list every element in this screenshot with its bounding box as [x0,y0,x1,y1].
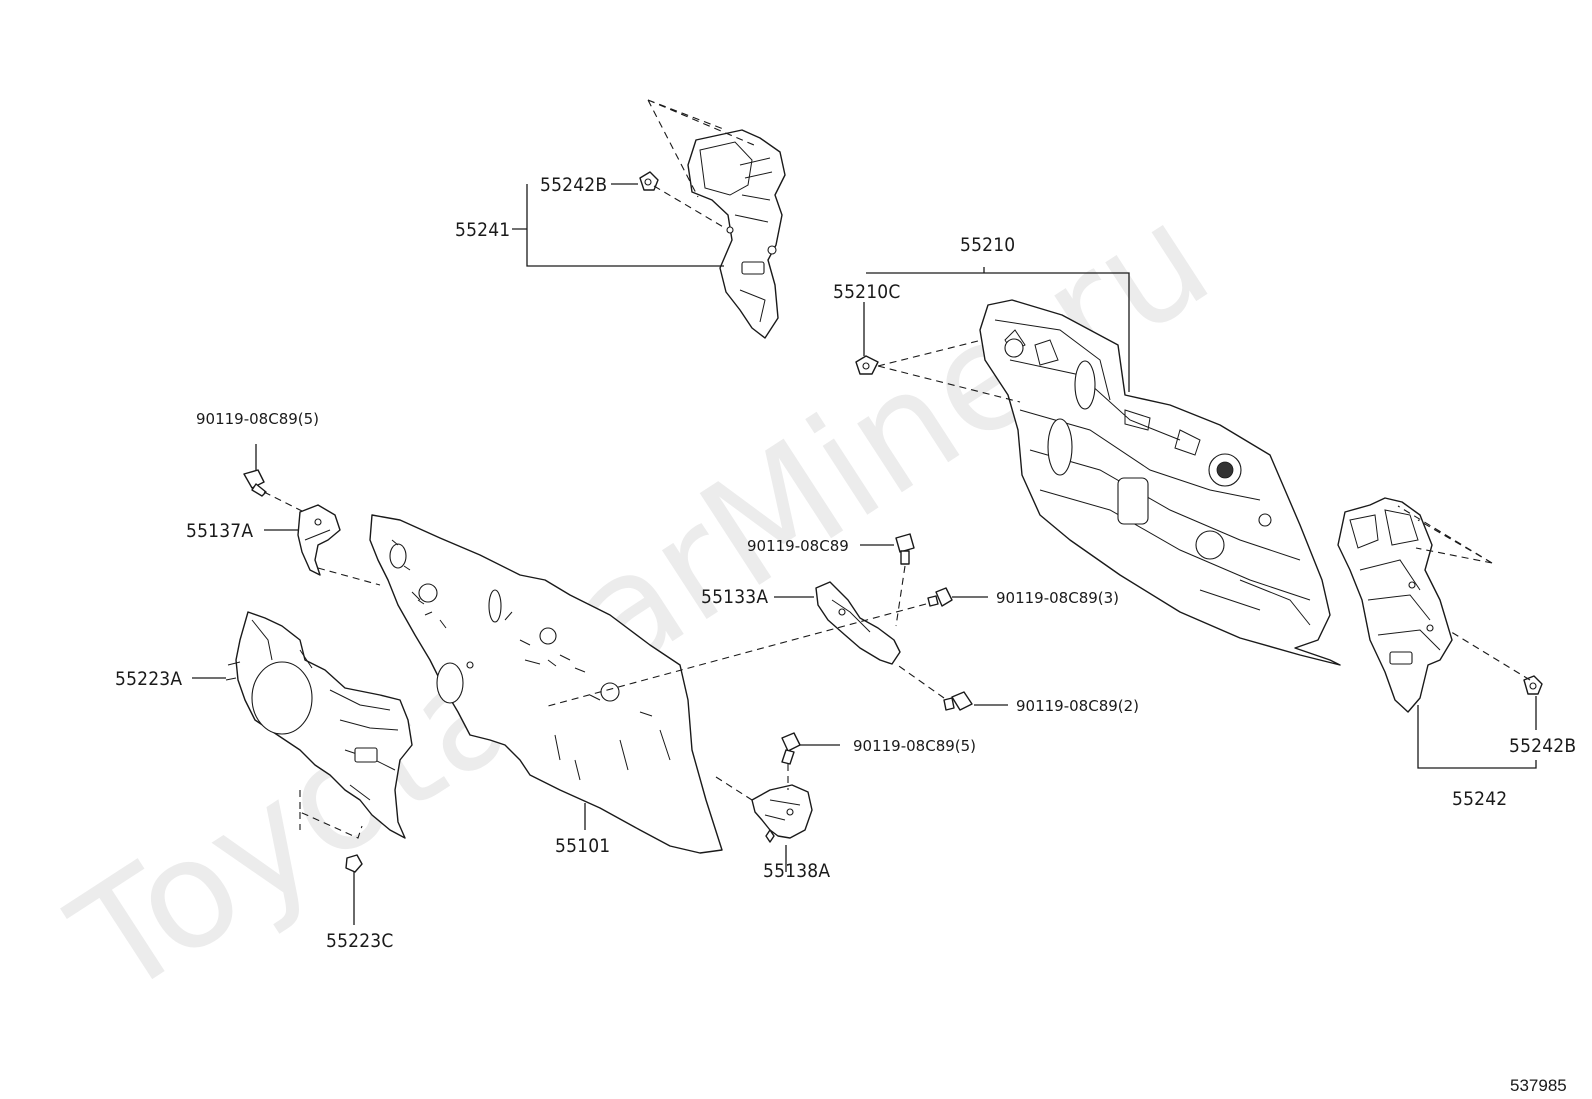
bolt-90119-single[interactable] [895,533,915,565]
part-55137A[interactable] [297,504,341,576]
part-55223A[interactable] [225,611,413,839]
bolt-90119-5-low[interactable] [781,732,801,765]
label-55223A[interactable]: 55223A [115,668,182,690]
clip-55223C[interactable] [345,854,363,873]
bolt-90119-top[interactable] [243,469,267,497]
part-55241[interactable] [687,129,786,339]
label-55137A[interactable]: 55137A [186,520,253,542]
part-55138A[interactable] [751,784,813,843]
label-90119-08C89-2[interactable]: 90119-08C89(2) [1016,697,1139,715]
reference-number: 537985 [1510,1076,1567,1095]
bolt-90119-2[interactable] [943,691,973,711]
part-55242[interactable] [1337,497,1453,713]
bolt-90119-3[interactable] [927,587,953,607]
part-55210[interactable] [979,299,1341,666]
label-55242B-right[interactable]: 55242B [1509,735,1576,757]
clip-55242B-top[interactable] [639,171,659,191]
label-55101[interactable]: 55101 [555,835,610,857]
label-55210C[interactable]: 55210C [833,281,901,303]
label-55242[interactable]: 55242 [1452,788,1507,810]
clip-55210C[interactable] [855,355,879,375]
clip-55242B-right[interactable] [1523,675,1543,695]
label-55241[interactable]: 55241 [455,219,510,241]
part-55133A[interactable] [815,581,901,665]
label-55133A[interactable]: 55133A [701,586,768,608]
label-90119-08C89-single[interactable]: 90119-08C89 [747,537,849,555]
label-90119-08C89-3[interactable]: 90119-08C89(3) [996,589,1119,607]
label-55138A[interactable]: 55138A [763,860,830,882]
label-55210[interactable]: 55210 [960,234,1015,256]
label-55223C[interactable]: 55223C [326,930,394,952]
part-55101[interactable] [369,514,723,854]
label-90119-08C89-5-low[interactable]: 90119-08C89(5) [853,737,976,755]
label-90119-08C89-5-top[interactable]: 90119-08C89(5) [196,410,319,428]
label-55242B-top[interactable]: 55242B [540,174,607,196]
